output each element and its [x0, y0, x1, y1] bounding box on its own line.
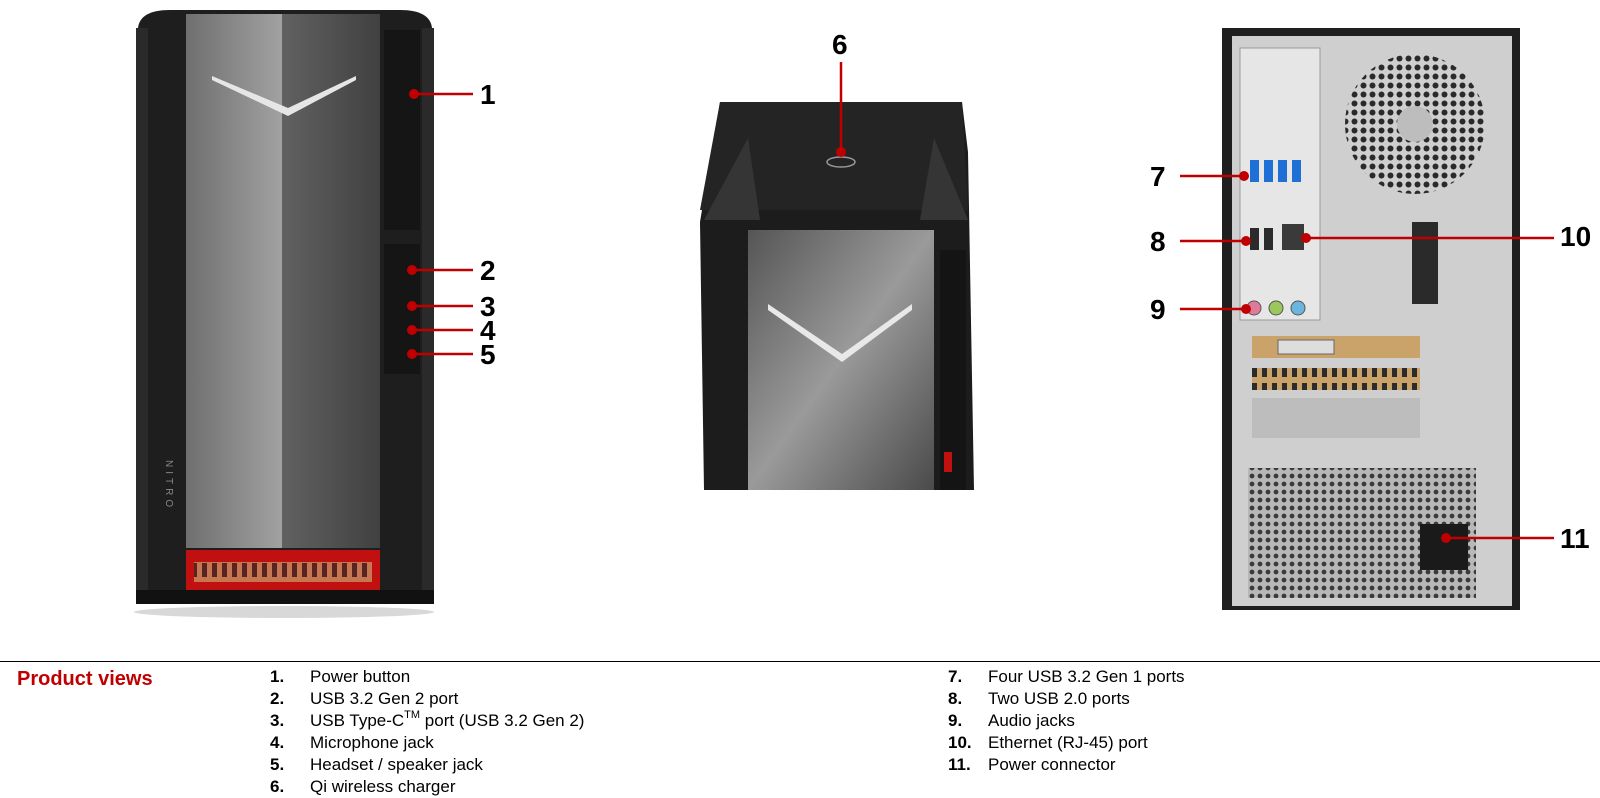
callout-1: 1	[480, 79, 496, 110]
item-number: 11.	[948, 755, 971, 774]
item-label-suffix: port (USB 3.2 Gen 2)	[420, 711, 585, 730]
item-number: 1.	[270, 667, 285, 686]
callout-5: 5	[480, 339, 496, 370]
item-label: Headset / speaker jack	[310, 755, 483, 774]
list-item: 1. Power button	[270, 666, 584, 688]
item-label: Four USB 3.2 Gen 1 ports	[988, 667, 1185, 686]
item-number: 4.	[270, 733, 285, 752]
front-view-case: NITRO	[134, 10, 434, 618]
item-label: USB Type-C	[310, 711, 405, 730]
item-number: 8.	[948, 689, 963, 708]
callout-9: 9	[1150, 294, 1166, 325]
item-label: Power button	[310, 667, 411, 686]
item-number: 2.	[270, 689, 285, 708]
section-divider	[0, 661, 1600, 662]
list-item: 2. USB 3.2 Gen 2 port	[270, 688, 584, 710]
nitro-chevron-logo	[212, 76, 356, 116]
power-socket	[1420, 524, 1468, 570]
item-number: 7.	[948, 667, 963, 686]
item-label: Microphone jack	[310, 733, 434, 752]
item-number: 9.	[948, 711, 963, 730]
item-label: Power connector	[988, 755, 1116, 774]
nitro-wordmark: NITRO	[163, 460, 174, 511]
callout-6: 6	[832, 29, 848, 60]
item-label: Audio jacks	[988, 711, 1075, 730]
product-views-figure: NITRO	[134, 10, 1591, 618]
list-item: 6. Qi wireless charger	[270, 776, 584, 798]
feature-list-right: 7. Four USB 3.2 Gen 1 ports 8. Two USB 2.0…	[948, 666, 1185, 776]
list-item: 5. Headset / speaker jack	[270, 754, 584, 776]
list-item: 11. Power connector	[948, 754, 1185, 776]
callout-10: 10	[1560, 221, 1591, 252]
item-label: Qi wireless charger	[310, 777, 456, 796]
callout-2: 2	[480, 255, 496, 286]
callout-8: 8	[1150, 226, 1166, 257]
callout-11: 11	[1560, 523, 1590, 554]
trademark-superscript: TM	[404, 709, 421, 722]
list-item: 8. Two USB 2.0 ports	[948, 688, 1185, 710]
item-number: 6.	[270, 777, 285, 796]
item-number: 5.	[270, 755, 285, 774]
feature-list-left: 1. Power button 2. USB 3.2 Gen 2 port 3. US…	[270, 666, 584, 798]
item-label: USB 3.2 Gen 2 port	[310, 689, 459, 708]
section-title: Product views	[17, 668, 153, 690]
item-label: Ethernet (RJ-45) port	[988, 733, 1148, 752]
list-item: 3. USB Type-CTM port (USB 3.2 Gen 2)	[270, 710, 584, 732]
item-number: 10.	[948, 733, 972, 752]
top-view-case	[700, 102, 974, 490]
callout-4: 4	[480, 315, 496, 346]
item-number: 3.	[270, 711, 285, 730]
callout-7: 7	[1150, 161, 1166, 192]
list-item: 7. Four USB 3.2 Gen 1 ports	[948, 666, 1185, 688]
list-item: 10. Ethernet (RJ-45) port	[948, 732, 1185, 754]
list-item: 9. Audio jacks	[948, 710, 1185, 732]
callout-3: 3	[480, 291, 496, 322]
callouts: 1 2 3 4 5 6 7 8 9 10 11	[407, 29, 1591, 554]
rear-view-case	[1222, 28, 1520, 610]
list-item: 4. Microphone jack	[270, 732, 584, 754]
item-label: Two USB 2.0 ports	[988, 689, 1130, 708]
